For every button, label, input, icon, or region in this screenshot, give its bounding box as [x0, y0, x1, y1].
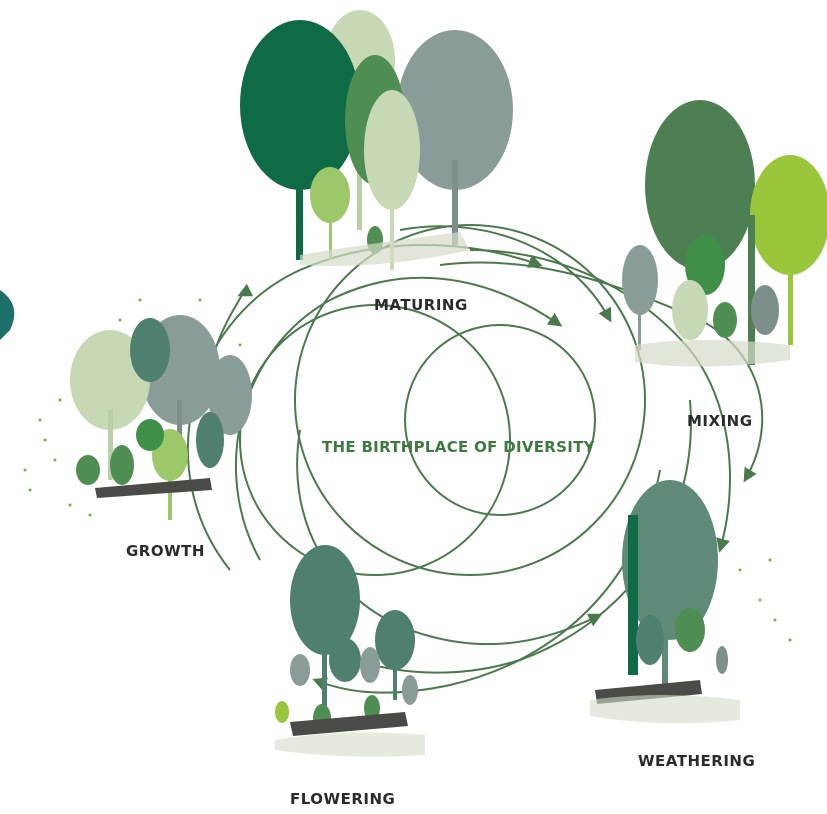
flowering-tree-cluster: [275, 545, 425, 757]
weathering-tree-cluster: [590, 480, 792, 724]
mixing-tree-cluster: [622, 100, 827, 367]
stage-label-maturing: MATURING: [374, 296, 468, 314]
maturing-tree-cluster: [240, 10, 513, 270]
teal-edge-shape: [0, 290, 15, 340]
growth-tree-cluster: [23, 298, 252, 520]
stage-label-weathering: WEATHERING: [638, 752, 756, 770]
stage-label-flowering: FLOWERING: [290, 790, 396, 808]
stage-label-growth: GROWTH: [126, 542, 205, 560]
stage-label-mixing: MIXING: [687, 412, 753, 430]
diagram-title: THE BIRTHPLACE OF DIVERSITY: [322, 438, 595, 456]
